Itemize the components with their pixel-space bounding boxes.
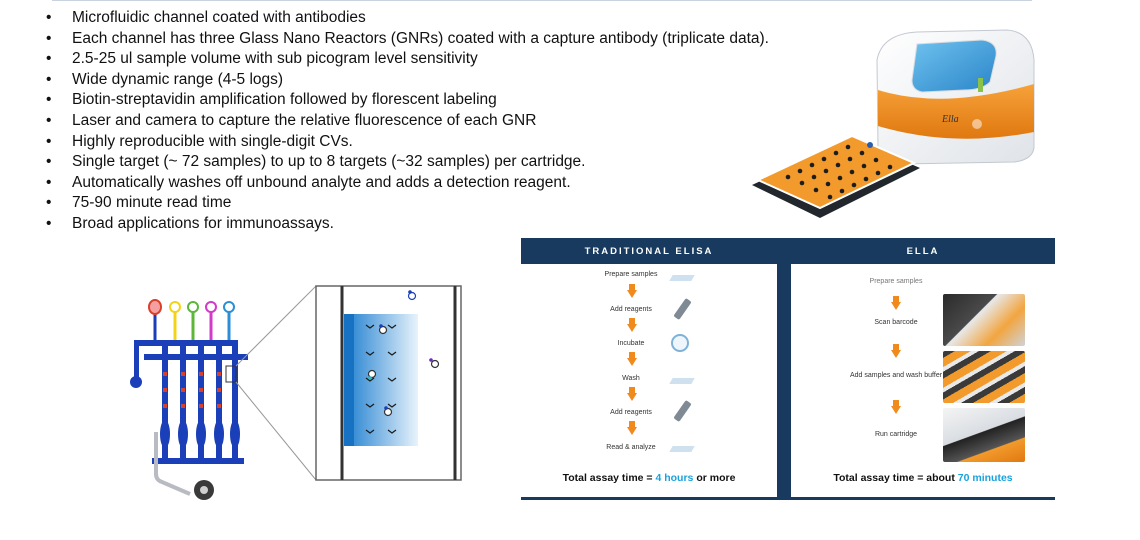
flow-arrow-icon (627, 352, 637, 366)
channel-network (130, 340, 248, 464)
instrument-body: Ella (876, 29, 1035, 165)
list-item: •Laser and camera to capture the relativ… (46, 111, 537, 129)
step-label: Read & analyze (606, 444, 656, 451)
panel-title: TRADITIONAL ELISA (521, 238, 777, 264)
add-samples-photo (943, 351, 1025, 403)
step-label: Wash (622, 375, 640, 382)
list-item: •Biotin-streptavidin amplification follo… (46, 91, 497, 109)
assay-comparison: TRADITIONAL ELISA Prepare samples Add re… (521, 238, 1055, 500)
step-label: Add samples and wash buffer (849, 372, 943, 379)
capture-sites (163, 372, 221, 408)
timer-icon (671, 334, 689, 352)
list-item: •Highly reproducible with single-digit C… (46, 132, 353, 150)
flow-arrow-icon (891, 296, 901, 310)
list-item: •Single target (~ 72 samples) to up to 8… (46, 153, 586, 171)
list-item: •2.5-25 ul sample volume with sub picogr… (46, 50, 478, 68)
top-rule (52, 0, 1032, 1)
step-label: Prepare samples (604, 271, 658, 278)
microfluidic-channel-diagram (130, 285, 462, 500)
panel-divider (777, 238, 791, 500)
flow-arrow-icon (627, 284, 637, 298)
flow-arrow-icon (891, 400, 901, 414)
list-item: •75-90 minute read time (46, 194, 232, 212)
sample-inlets (148, 299, 235, 340)
bottom-rule (521, 497, 1055, 500)
pipette-icon (673, 297, 692, 321)
microplate-icon (669, 378, 695, 384)
total-assay-time: Total assay time = 4 hours or more (562, 472, 736, 484)
flow-arrow-icon (627, 387, 637, 401)
list-item: •Broad applications for immunoassays. (46, 214, 334, 232)
elisa-steps: Prepare samples Add reagents Incubate Wa… (521, 268, 777, 468)
step-label: Add reagents (610, 409, 652, 416)
list-item: •Wide dynamic range (4-5 logs) (46, 70, 284, 88)
ella-instrument-illustration: Ella (752, 29, 1035, 218)
step-label: Scan barcode (874, 319, 918, 326)
traditional-elisa-panel: TRADITIONAL ELISA Prepare samples Add re… (521, 238, 777, 500)
ella-panel: ELLA Prepare samples Scan barcode Add sa… (791, 238, 1055, 500)
pipette-icon (673, 399, 692, 423)
panel-title: ELLA (791, 238, 1055, 264)
microplate-icon (669, 446, 695, 452)
zoomed-channel (315, 285, 462, 481)
microplate-icon (669, 275, 695, 281)
ella-steps: Prepare samples Scan barcode Add samples… (791, 268, 1055, 468)
flow-arrow-icon (891, 344, 901, 358)
list-item: •Each channel has three Glass Nano React… (46, 29, 769, 47)
status-light-icon (978, 78, 983, 92)
flow-arrow-icon (627, 421, 637, 435)
feature-list: •Microfluidic channel coated with antibo… (46, 8, 769, 235)
step-label: Run cartridge (874, 431, 918, 438)
list-item: •Automatically washes off unbound analyt… (46, 173, 571, 191)
step-label: Incubate (617, 340, 645, 347)
instrument-logo: Ella (941, 114, 959, 125)
cartridge (752, 134, 920, 218)
step-label: Prepare samples (869, 278, 923, 285)
flow-arrow-icon (627, 318, 637, 332)
run-cartridge-photo (943, 408, 1025, 462)
list-item: •Microfluidic channel coated with antibo… (46, 9, 366, 26)
scan-barcode-photo (943, 294, 1025, 346)
step-label: Add reagents (610, 306, 652, 313)
total-assay-time: Total assay time = about 70 minutes (833, 472, 1013, 484)
